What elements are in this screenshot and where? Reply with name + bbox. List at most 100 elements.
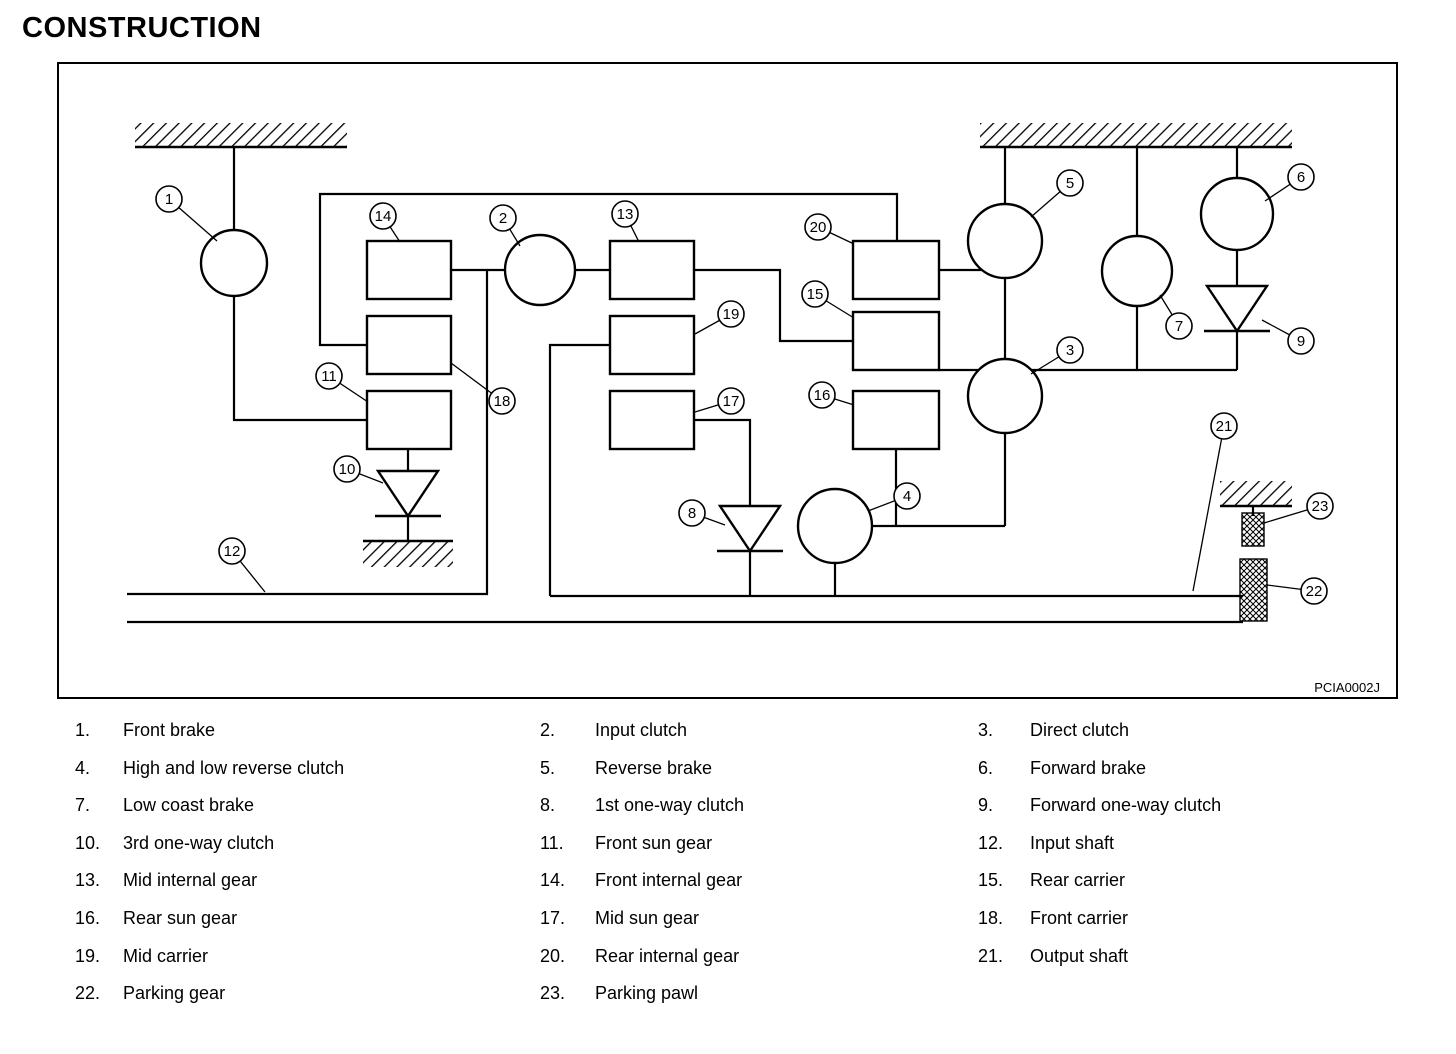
callout-number: 14 xyxy=(375,208,392,225)
callout-number: 23 xyxy=(1312,498,1329,515)
callout-number: 10 xyxy=(339,461,356,478)
legend-item-number: 1. xyxy=(75,720,91,740)
legend-item-label: Forward brake xyxy=(1030,757,1147,778)
legend-item-number: 20. xyxy=(540,945,566,966)
callout-number: 6 xyxy=(1297,169,1305,186)
legend-item-label: High and low reverse clutch xyxy=(123,757,345,778)
legend-item-label: Front internal gear xyxy=(595,870,743,891)
legend-item-label: Rear internal gear xyxy=(595,945,740,966)
legend-item-label: Direct clutch xyxy=(1030,720,1130,740)
low-coast-brake-circle xyxy=(1100,234,1174,308)
ground-hatch-mid-left xyxy=(363,541,453,567)
forward-brake-circle xyxy=(1199,176,1275,252)
callout-1 xyxy=(155,185,183,213)
legend-item-label: Front carrier xyxy=(1030,907,1129,928)
callout-number: 15 xyxy=(807,286,824,303)
callout-21 xyxy=(1210,412,1238,440)
callout-16 xyxy=(808,381,836,409)
legend-item-label: Mid internal gear xyxy=(123,870,258,891)
legend-item-number: 17. xyxy=(540,907,566,928)
legend-item-label: Input shaft xyxy=(1030,832,1115,853)
mid-internal-gear-rect xyxy=(608,239,696,301)
page-title: CONSTRUCTION xyxy=(22,12,262,44)
callout-number: 1 xyxy=(165,191,173,208)
callout-20 xyxy=(804,213,832,241)
callout-8 xyxy=(678,499,706,527)
callout-number: 3 xyxy=(1066,342,1074,359)
callout-18 xyxy=(488,387,516,415)
legend-item-number: 3. xyxy=(978,720,994,740)
figure-code: PCIA0002J xyxy=(1312,680,1382,695)
legend-item-label: Rear carrier xyxy=(1030,870,1126,891)
callout-number: 20 xyxy=(810,219,827,236)
rear-internal-gear-rect xyxy=(851,239,941,301)
legend-item-number: 8. xyxy=(540,795,556,816)
legend-item-number: 16. xyxy=(75,907,101,928)
legend-item-label: 3rd one-way clutch xyxy=(123,832,275,853)
callout-23 xyxy=(1306,492,1334,520)
legend-item-number: 15. xyxy=(978,870,1004,891)
mid-internal-to-rear-carrier-line xyxy=(694,268,853,343)
legend-item-number: 7. xyxy=(75,795,91,816)
rear-carrier-rect xyxy=(851,310,941,372)
ground-hatch-parking xyxy=(1220,481,1292,506)
rear-sun-gear-rect xyxy=(851,389,941,451)
legend-item-number: 6. xyxy=(978,757,994,778)
ground-hatch-top-right xyxy=(980,123,1292,147)
callout-12 xyxy=(218,537,246,565)
front-brake-circle xyxy=(199,228,269,298)
direct-clutch-circle xyxy=(966,357,1044,435)
legend-item-number: 18. xyxy=(978,907,1004,928)
callout-number: 5 xyxy=(1066,175,1074,192)
legend-item-label: Mid sun gear xyxy=(595,907,700,928)
legend-item-number: 10. xyxy=(75,832,101,853)
legend-item-label: Reverse brake xyxy=(595,757,713,778)
legend-item-label: Output shaft xyxy=(1030,945,1129,966)
callout-number: 2 xyxy=(499,210,507,227)
legend-item-number: 21. xyxy=(978,945,1004,966)
third-one-way-clutch-triangle xyxy=(375,469,441,519)
legend-item-label: Rear sun gear xyxy=(123,907,238,928)
legend-item-number: 9. xyxy=(978,795,994,816)
callout-4 xyxy=(893,482,921,510)
forward-one-way-clutch-triangle xyxy=(1204,284,1270,334)
mid-carrier-drop-line xyxy=(548,343,610,596)
mid-sun-gear-rect xyxy=(608,389,696,451)
callout-2 xyxy=(489,204,517,232)
high-low-reverse-clutch-circle xyxy=(796,487,874,565)
callout-17 xyxy=(717,387,745,415)
callout-number: 11 xyxy=(321,368,337,385)
callout-number: 17 xyxy=(723,393,740,410)
front-carrier-rect xyxy=(365,314,453,376)
legend-item-number: 4. xyxy=(75,757,91,778)
callout-14 xyxy=(369,202,397,230)
first-one-way-clutch-triangle xyxy=(717,504,783,554)
legend-item-number: 12. xyxy=(978,832,1004,853)
legend-item-number: 19. xyxy=(75,945,101,966)
callout-22 xyxy=(1300,577,1328,605)
callout-number: 19 xyxy=(723,306,740,323)
legend-item-label: Forward one-way clutch xyxy=(1030,795,1222,816)
parking-pawl-rect xyxy=(1241,512,1265,547)
input-clutch-circle xyxy=(503,233,577,307)
callout-leader-21 xyxy=(1192,425,1225,592)
callout-3 xyxy=(1056,336,1084,364)
callout-number: 13 xyxy=(617,206,634,223)
callout-number: 18 xyxy=(494,393,511,410)
legend-item-label: Front brake xyxy=(123,720,216,740)
legend-item-label: 1st one-way clutch xyxy=(595,795,745,816)
parking-gear-rect xyxy=(1239,558,1268,622)
callout-number: 12 xyxy=(224,543,241,560)
callout-number: 16 xyxy=(814,387,831,404)
mid-carrier-rect xyxy=(608,314,696,376)
callout-6 xyxy=(1287,163,1315,191)
legend-item-label: Low coast brake xyxy=(123,795,255,816)
callout-9 xyxy=(1287,327,1315,355)
legend-item-number: 13. xyxy=(75,870,101,891)
callout-number: 22 xyxy=(1306,583,1323,600)
legend-item-label: Parking pawl xyxy=(595,983,699,1004)
callout-10 xyxy=(333,455,361,483)
